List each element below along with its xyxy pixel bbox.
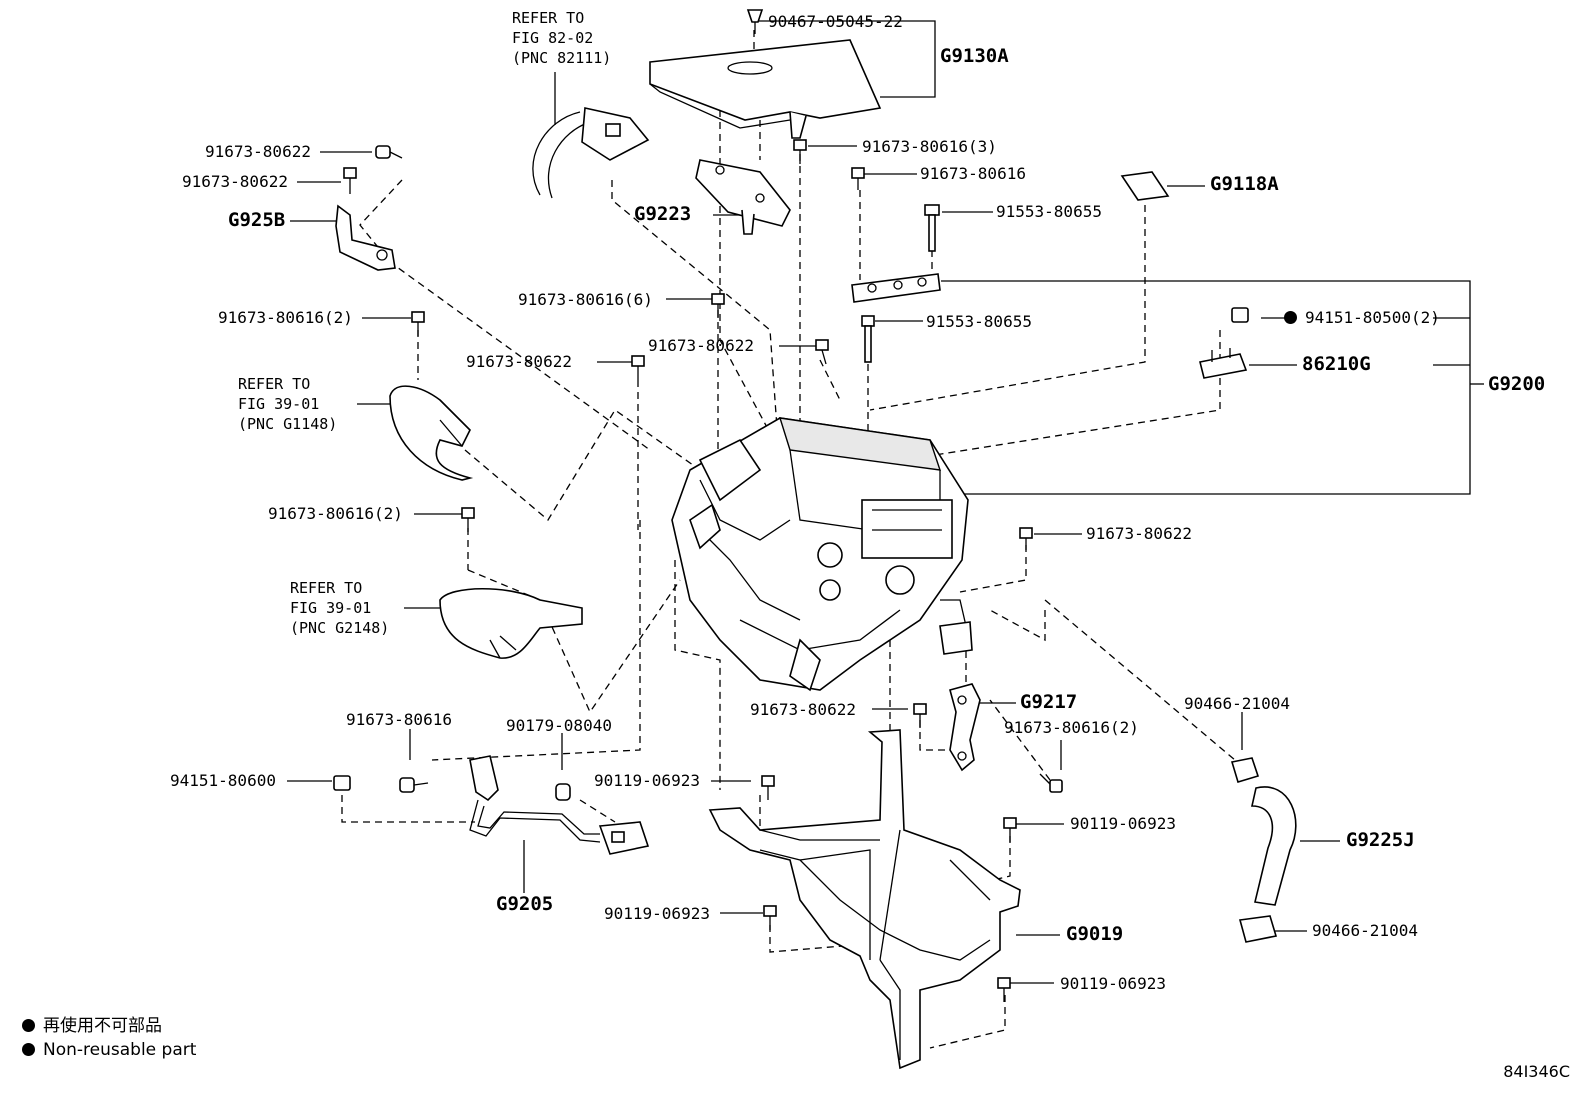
label-g9118a: G9118A (1210, 173, 1279, 195)
leader-lines (287, 20, 1484, 984)
legend-dot-icon (22, 1019, 35, 1032)
label-g925b: G925B (228, 209, 286, 231)
legend: 再使用不可部品 Non-reusable part (22, 1014, 196, 1062)
label-90119-06923-d: 90119-06923 (1060, 974, 1166, 993)
label-91673-80616-6: 91673-80616(6) (518, 290, 653, 309)
bolt-90467 (746, 9, 764, 34)
bolt-91673-80622-r (1019, 527, 1033, 550)
figure-code: 84I346C (1503, 1062, 1570, 1081)
label-94151-80500-2-text: 94151-80500(2) (1305, 308, 1440, 327)
label-91673-80616-2c: 91673-80616(2) (1004, 718, 1139, 737)
label-91553-80655-a: 91553-80655 (996, 202, 1102, 221)
refer-note-fig-39-01-g2148: REFER TO FIG 39-01 (PNC G2148) (290, 579, 390, 637)
label-g9130a: G9130A (940, 45, 1009, 67)
clamp-90466-b (1238, 915, 1278, 943)
legend-row-english: Non-reusable part (22, 1038, 196, 1062)
label-g9223: G9223 (634, 203, 692, 225)
label-90119-06923-a: 90119-06923 (594, 771, 700, 790)
bolt-90119-d (997, 977, 1011, 1002)
terminal-cover (851, 273, 941, 303)
label-91673-80622-tl: 91673-80622 (205, 142, 311, 161)
bolt-91673-80616-3 (793, 139, 807, 164)
bracket-g925b (335, 204, 396, 271)
hose-g9225j (1251, 786, 1297, 906)
grommet-90179 (555, 783, 571, 801)
bolt-91673-80622-left (631, 355, 645, 380)
label-g9225j: G9225J (1346, 829, 1415, 851)
refer-note-fig-39-01-g1148: REFER TO FIG 39-01 (PNC G1148) (238, 375, 338, 433)
label-91673-80616-a: 91673-80616 (920, 164, 1026, 183)
label-94151-80500-2: 94151-80500(2) (1284, 308, 1440, 328)
label-g9019: G9019 (1066, 923, 1124, 945)
legend-english-text: Non-reusable part (43, 1040, 197, 1060)
label-91673-80616-2a: 91673-80616(2) (218, 308, 353, 327)
label-91673-80616-2b: 91673-80616(2) (268, 504, 403, 523)
bolt-90119-b (1003, 817, 1017, 842)
bolt-91673-80616-6 (711, 293, 725, 318)
nut-94151-80600 (333, 775, 351, 791)
label-91673-80622-left: 91673-80622 (466, 352, 572, 371)
bolt-90119-a (761, 775, 775, 800)
label-g9217: G9217 (1020, 691, 1078, 713)
label-90467-05045-22: 90467-05045-22 (768, 12, 903, 31)
label-86210g: 86210G (1302, 353, 1371, 375)
label-91673-80616-3: 91673-80616(3) (862, 137, 997, 156)
label-g9205: G9205 (496, 893, 554, 915)
bolt-91673-80622-b (343, 167, 357, 194)
bracket-frame-g9019 (708, 729, 1021, 1070)
label-90466-21004-b: 90466-21004 (1312, 921, 1418, 940)
bracket-86210g (1199, 348, 1248, 379)
label-g9200: G9200 (1488, 373, 1546, 395)
bolt-91673-80616-b (399, 777, 429, 793)
label-91673-80622-r: 91673-80622 (1086, 524, 1192, 543)
label-plate-g9118a (1120, 171, 1170, 201)
label-91553-80655-b: 91553-80655 (926, 312, 1032, 331)
legend-row-japanese: 再使用不可部品 (22, 1014, 196, 1038)
label-90179-08040: 90179-08040 (506, 716, 612, 735)
bolt-91673-80622-mid (815, 339, 829, 365)
clamp-90466-a (1230, 757, 1260, 783)
bolt-91673-80616-2c (1039, 773, 1063, 793)
label-91673-80622-low: 91673-80622 (750, 700, 856, 719)
bolt-91673-80616-2b (461, 507, 475, 532)
label-90119-06923-b: 90119-06923 (1070, 814, 1176, 833)
label-90466-21004-a: 90466-21004 (1184, 694, 1290, 713)
refer-note-fig-82-02: REFER TO FIG 82-02 (PNC 82111) (512, 9, 612, 67)
label-90119-06923-c: 90119-06923 (604, 904, 710, 923)
hose-pnc-g1148 (389, 385, 474, 481)
legend-dot-icon (22, 1043, 35, 1056)
bolt-90119-c (763, 905, 777, 930)
harness-connector-top (532, 107, 650, 199)
bolt-91673-80616-a (851, 167, 865, 190)
inverter-assembly (671, 417, 973, 692)
hose-pnc-g2148 (439, 588, 583, 659)
inverter-cover-g9130a (649, 39, 882, 139)
sensor-harness-g9205 (469, 755, 650, 855)
label-91673-80622-mid: 91673-80622 (648, 336, 754, 355)
nut-94151-80500 (1231, 307, 1249, 323)
legend-japanese-text: 再使用不可部品 (43, 1016, 162, 1036)
bolt-91553-a (924, 204, 940, 252)
non-reusable-dot (1284, 311, 1297, 324)
bolt-91673-80622-a (375, 145, 403, 159)
label-91673-80622-tl2: 91673-80622 (182, 172, 288, 191)
bracket-g9217 (949, 683, 981, 772)
bracket-g9223 (695, 159, 791, 235)
bolt-91553-b (861, 315, 875, 363)
bolt-91673-80622-low (913, 703, 927, 728)
label-91673-80616-b: 91673-80616 (346, 710, 452, 729)
bolt-91673-80616-2a (411, 311, 425, 336)
label-94151-80600: 94151-80600 (170, 771, 276, 790)
